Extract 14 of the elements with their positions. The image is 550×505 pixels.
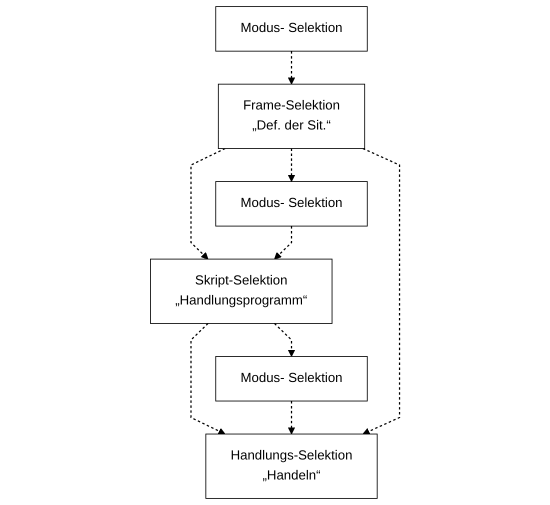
node-box: Skript-Selektion „Handlungsprogramm“ [150, 258, 332, 324]
node-box: Frame-Selektion „Def. der Sit.“ [218, 84, 366, 149]
arrow [190, 323, 226, 434]
node-box: Modus- Selektion [215, 356, 368, 402]
node-box: Modus- Selektion [215, 6, 368, 52]
node-box: Handlungs-Selektion „Handeln“ [205, 434, 378, 499]
arrow [288, 51, 296, 84]
arrow [362, 148, 400, 435]
arrow [288, 401, 296, 434]
arrow [288, 148, 296, 182]
arrow [274, 226, 292, 260]
node-box: Modus- Selektion [215, 181, 368, 226]
arrow [274, 323, 296, 357]
arrow [190, 148, 226, 260]
